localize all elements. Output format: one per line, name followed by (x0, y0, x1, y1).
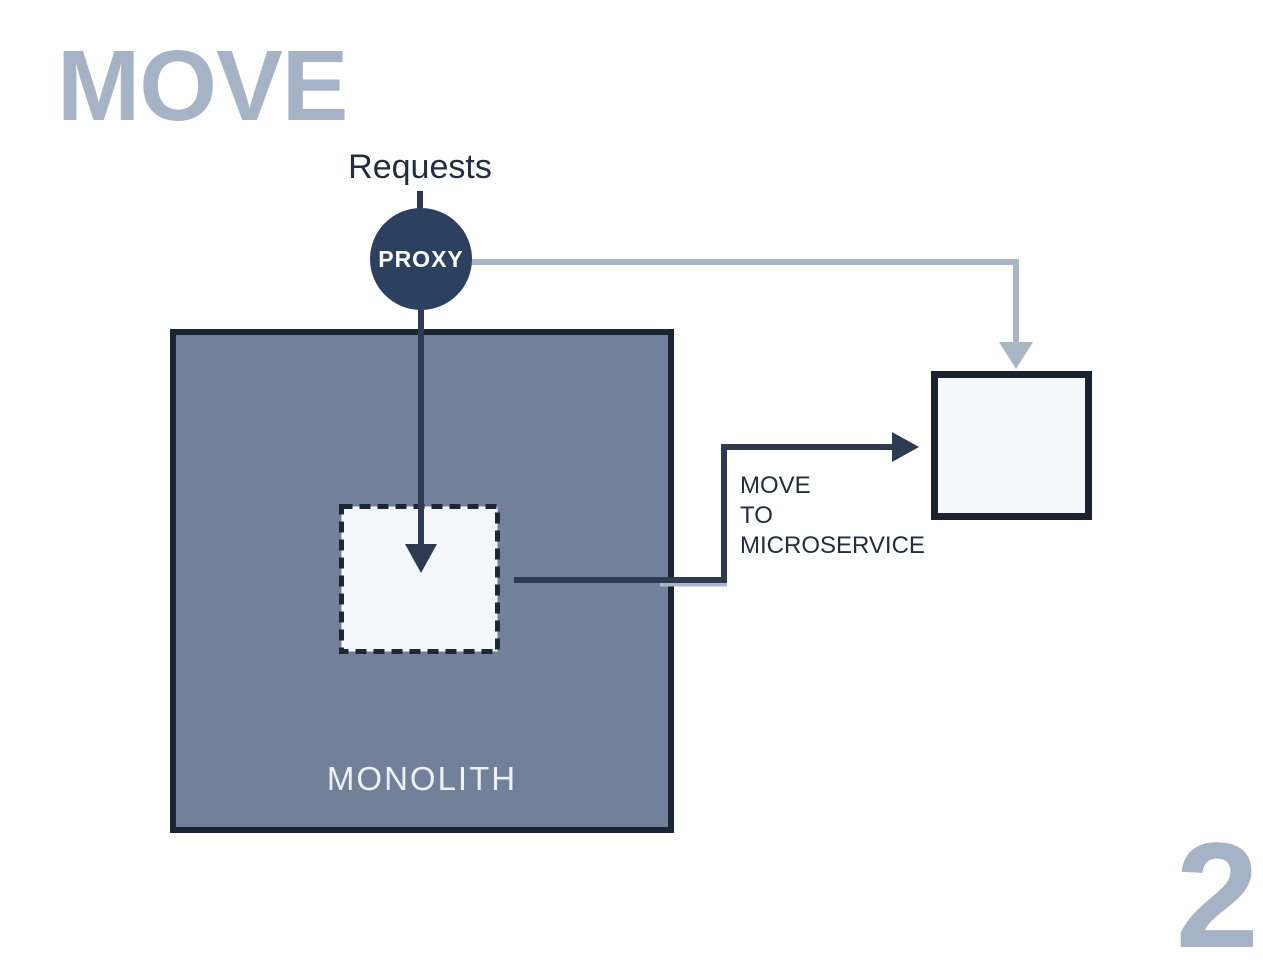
page-number: 2 (1175, 811, 1259, 977)
move-to-microservice-label: MOVE TO MICROSERVICE (740, 472, 925, 559)
microservice-box (931, 371, 1092, 520)
proxy-label: PROXY (378, 245, 464, 272)
slide-title: MOVE (57, 30, 348, 142)
proxy-node: PROXY (370, 208, 472, 310)
monolith-box (170, 329, 674, 833)
module-to-microservice-arrowhead-icon (892, 432, 919, 462)
monolith-label: MONOLITH (326, 760, 518, 797)
requests-label: Requests (348, 148, 492, 186)
proxy-to-microservice-arrowhead-icon (999, 342, 1033, 369)
